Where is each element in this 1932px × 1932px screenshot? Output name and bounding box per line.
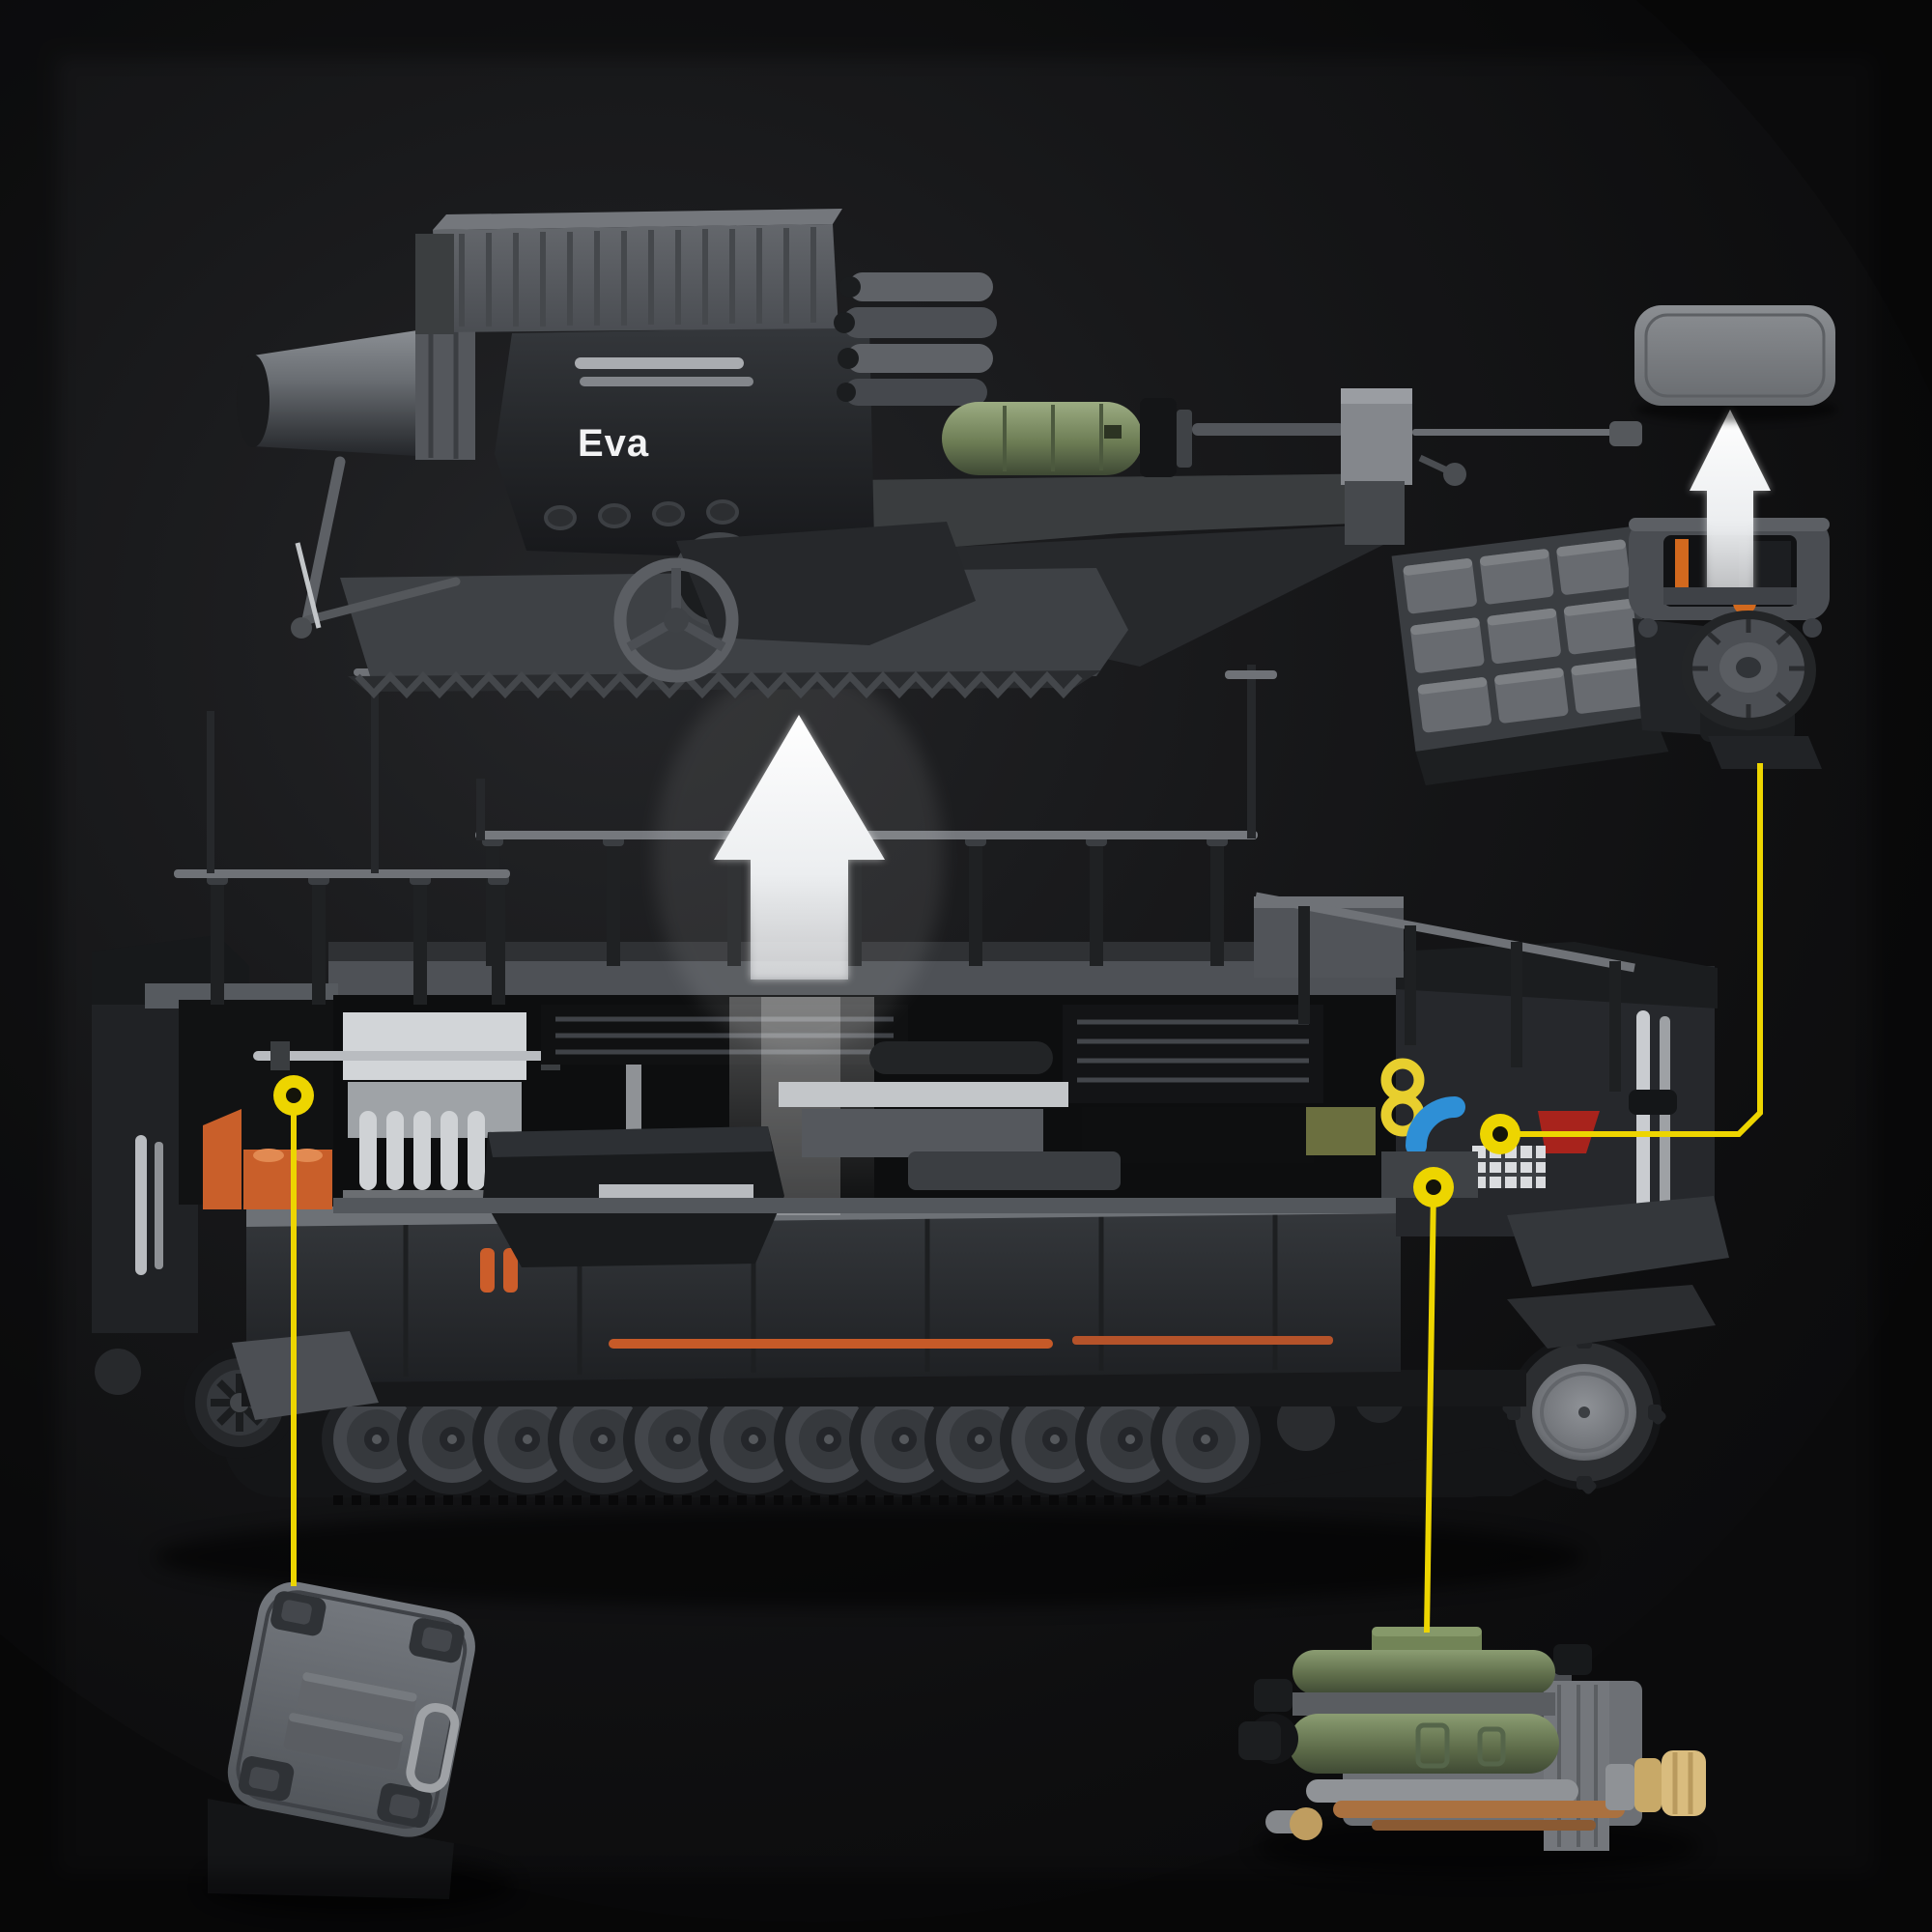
assembly-arrow-lid-lift bbox=[1690, 410, 1771, 593]
mortar-shell bbox=[942, 402, 1143, 475]
shell-and-rammer bbox=[942, 388, 1642, 545]
blue-intake-elbow bbox=[1406, 1096, 1465, 1156]
callout-line-engine bbox=[1424, 1186, 1436, 1634]
turntable-slots bbox=[1692, 619, 1804, 718]
orange-tool-cylinder bbox=[480, 1248, 495, 1293]
tall-mast-2 bbox=[476, 779, 485, 840]
callout-marker-hole-hatch-plate bbox=[286, 1088, 301, 1103]
callout-marker-hole-turntable-platform bbox=[1492, 1126, 1508, 1142]
elevation-rack-teeth bbox=[355, 670, 1083, 699]
mortar-assembly: Eva bbox=[237, 209, 1642, 699]
tile-deck bbox=[1391, 526, 1669, 786]
turntable-platform-assembly bbox=[1391, 305, 1837, 786]
deck-and-interior bbox=[145, 896, 1600, 1267]
mount-lid bbox=[1634, 305, 1837, 422]
support-legs bbox=[291, 456, 461, 639]
breech-bolts bbox=[544, 499, 739, 530]
tall-mast-3 bbox=[207, 711, 214, 873]
muzzle bbox=[237, 355, 270, 447]
rammer-rods bbox=[1192, 423, 1345, 436]
up-arrow-icon-small bbox=[1690, 410, 1771, 593]
left-rail bbox=[174, 869, 510, 878]
rammer-rod-thin bbox=[1412, 429, 1613, 436]
rammer-slide-block bbox=[1341, 388, 1412, 485]
engine-intake-stub bbox=[1553, 1644, 1592, 1675]
magazine-ribs bbox=[459, 227, 816, 327]
tall-mast-4 bbox=[371, 641, 379, 873]
hatch-center-brick-2 bbox=[283, 1713, 404, 1770]
magazine-box bbox=[415, 209, 842, 386]
hand-wheel bbox=[613, 557, 739, 683]
chassis-floor-shadow bbox=[155, 1507, 1584, 1607]
hatch-handle bbox=[406, 1702, 460, 1793]
barrel bbox=[253, 330, 417, 456]
chassis bbox=[92, 641, 1729, 1505]
turntable-base-plate bbox=[1708, 736, 1822, 769]
tall-mast bbox=[1247, 665, 1256, 838]
barrel-collar bbox=[415, 323, 475, 460]
callout-marker-hole-engine bbox=[1426, 1179, 1441, 1195]
silver-pipe bbox=[1306, 1779, 1578, 1803]
hull-near-side bbox=[232, 1194, 1526, 1420]
gold-elbow bbox=[1290, 1807, 1322, 1840]
orange-tool-cylinder-2 bbox=[503, 1248, 518, 1293]
copper-pipe bbox=[1333, 1801, 1625, 1818]
white-cylinders bbox=[359, 1111, 485, 1190]
orange-bracket bbox=[203, 1109, 242, 1209]
up-arrow-icon bbox=[714, 715, 885, 980]
hull-panel-seams bbox=[403, 1212, 1278, 1377]
assembly-arrow-mortar-lift bbox=[654, 667, 944, 1053]
tan-coupling bbox=[1634, 1758, 1662, 1812]
front-slope-plate bbox=[232, 1331, 379, 1420]
orange-side-rod-2 bbox=[1072, 1336, 1333, 1345]
cradle bbox=[676, 522, 976, 645]
copper-pipe-2 bbox=[1372, 1820, 1596, 1831]
right-rail bbox=[1255, 892, 1635, 973]
recoil-cylinders bbox=[834, 272, 997, 406]
olive-stowage-block bbox=[1306, 1107, 1376, 1155]
small-return-wheel bbox=[1277, 1393, 1335, 1451]
ball-handle bbox=[1443, 463, 1466, 486]
tan-coupling-2 bbox=[1662, 1750, 1706, 1816]
shell-collar bbox=[1140, 398, 1177, 477]
callout-line-turntable-platform bbox=[1500, 763, 1763, 1137]
green-valve-cover-upper bbox=[1293, 1650, 1555, 1694]
rammer-tip bbox=[1609, 421, 1642, 446]
orange-side-rod bbox=[609, 1339, 1053, 1349]
callout-layer bbox=[273, 763, 1763, 1634]
rack-slits-2 bbox=[1077, 1019, 1309, 1083]
turntable bbox=[1681, 611, 1822, 769]
silver-rod bbox=[253, 1051, 572, 1061]
engine bbox=[1238, 1627, 1706, 1851]
hatch-center-brick bbox=[298, 1672, 417, 1729]
mortar-name-label: Eva bbox=[578, 422, 649, 465]
